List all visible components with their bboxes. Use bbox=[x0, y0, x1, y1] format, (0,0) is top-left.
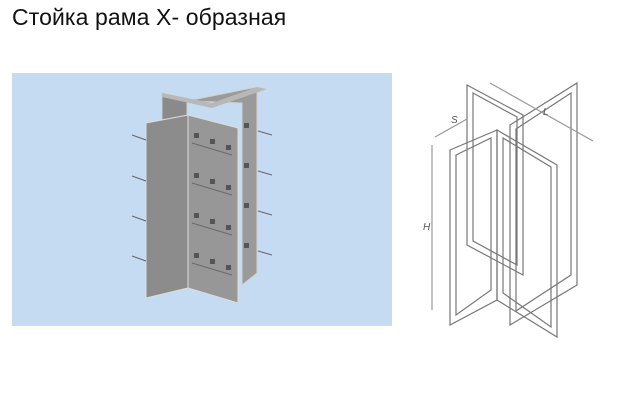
dim-label-height: H bbox=[423, 222, 431, 233]
page-title: Стойка рама X- образная bbox=[12, 4, 287, 30]
dim-label-depth: S bbox=[451, 115, 458, 126]
dim-label-length: L bbox=[543, 107, 549, 118]
rack-technical-drawing: H S L bbox=[405, 75, 620, 340]
rack-3d-render-image bbox=[12, 73, 392, 326]
